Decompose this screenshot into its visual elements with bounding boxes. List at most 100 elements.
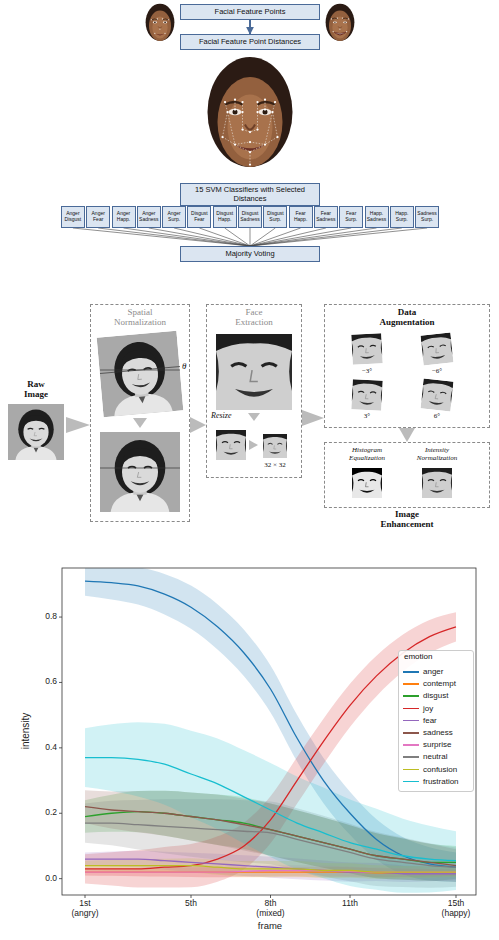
circle-shape [276, 136, 278, 138]
legend-text: neutral [423, 752, 447, 761]
circle-shape [346, 31, 347, 32]
legend-text: fear [423, 716, 437, 725]
circle-shape [274, 101, 276, 103]
node-text: Disgust Sadness [240, 211, 259, 223]
g-shape [331, 17, 349, 32]
process-box: Majority Voting [180, 246, 320, 262]
legend-row: confusion [403, 764, 469, 776]
image-frame: Raw Image [6, 380, 66, 464]
legend-swatch [403, 683, 419, 685]
axis-title: intensity [20, 713, 32, 750]
classifier-box: Disgust Happ. [213, 206, 237, 228]
circle-shape [221, 136, 223, 138]
stage-panel: Image Enhancement [324, 442, 490, 508]
node-text: Disgust Fear [191, 211, 208, 223]
legend-row: fear [403, 715, 469, 727]
circle-shape [342, 17, 343, 18]
legend-text: confusion [423, 765, 457, 774]
connector-line [199, 228, 250, 246]
process-box: Facial Feature Points [180, 4, 320, 20]
legend-text: joy [423, 704, 433, 713]
eye-line [100, 367, 180, 374]
legend-swatch [403, 732, 419, 734]
tick-label: 0.8 [45, 612, 57, 622]
circle-shape [264, 98, 266, 100]
circle-shape [256, 111, 258, 113]
face-render [208, 57, 293, 167]
tick-label: 11th [342, 899, 358, 909]
node-text: Facial Feature Points [215, 8, 286, 17]
circle-shape [249, 141, 251, 143]
connector-line [73, 228, 250, 246]
node-text: Raw Image [24, 380, 48, 400]
classifier-box: Anger Happ. [112, 206, 136, 228]
node-text: Disgust Surp. [267, 211, 284, 223]
connector-line [174, 228, 250, 246]
face-crop [421, 333, 454, 366]
classifier-box: Disgust Fear [187, 206, 211, 228]
tick-mark [59, 813, 62, 814]
line-chart [59, 566, 476, 898]
circle-shape [234, 143, 236, 145]
circle-shape [151, 19, 152, 20]
legend-text: frustration [423, 777, 459, 786]
circle-shape [241, 128, 243, 130]
connector-line [250, 228, 402, 246]
legend-row: anger [403, 666, 469, 678]
tick-label: 8th (mixed) [256, 899, 284, 919]
node-text: Disgust Happ. [216, 211, 233, 223]
connector-line [98, 228, 250, 246]
path-shape [223, 112, 278, 165]
node-text: Fear Surp. [345, 211, 357, 223]
node-text: Sadness Surp. [417, 211, 436, 223]
tick-label: 0.0 [45, 874, 57, 884]
legend-title: emotion [404, 652, 432, 661]
tick-label: 5th [185, 899, 197, 909]
circle-shape [249, 131, 251, 133]
connector-line [124, 228, 251, 246]
tick-mark [350, 895, 351, 898]
tick-mark [59, 747, 62, 748]
connector-line [250, 228, 377, 246]
tick-label: 0.6 [45, 677, 57, 687]
face-crop [351, 333, 383, 365]
legend-text: surprise [423, 740, 451, 749]
tick-label: 0.2 [45, 808, 57, 818]
circle-shape [226, 111, 228, 113]
node-text: Face Extraction [235, 308, 272, 328]
aligned-photo [100, 432, 180, 512]
series-line [85, 866, 456, 873]
axis-title: frame [258, 921, 282, 932]
g-shape [151, 18, 169, 34]
circle-shape [249, 151, 251, 153]
size-label: 32 × 32 [264, 461, 285, 469]
step-label: Intensity Normalization [417, 446, 457, 462]
series-line [85, 823, 456, 867]
circle-shape [241, 111, 243, 113]
stage-panel: Face Extraction [206, 304, 302, 478]
legend-row: frustration [403, 776, 469, 788]
tilted-photo [97, 331, 184, 418]
circle-shape [159, 28, 160, 29]
classifier-box: Fear Happ. [289, 206, 313, 228]
step-arrow [248, 413, 260, 421]
axis-ticks [59, 617, 456, 898]
circle-shape [264, 143, 266, 145]
face-crop [216, 334, 292, 410]
angle-label: −6° [432, 367, 442, 375]
step-arrow [249, 440, 258, 450]
legend-row: surprise [403, 739, 469, 751]
face-crop [422, 468, 452, 498]
circle-shape [337, 17, 338, 18]
step-arrow [302, 410, 324, 426]
connector-line [249, 20, 251, 34]
classifier-box: Anger Sadness [137, 206, 161, 228]
classifier-box: Disgust Surp. [263, 206, 287, 228]
circle-shape [333, 31, 334, 32]
path-shape [228, 112, 273, 145]
legend-box: angercontemptdisgustjoyfearsadnesssurpri… [398, 650, 474, 792]
tick-label: 1st (angry) [72, 899, 99, 919]
feature-distance-mesh [221, 98, 278, 165]
circle-shape [234, 98, 236, 100]
